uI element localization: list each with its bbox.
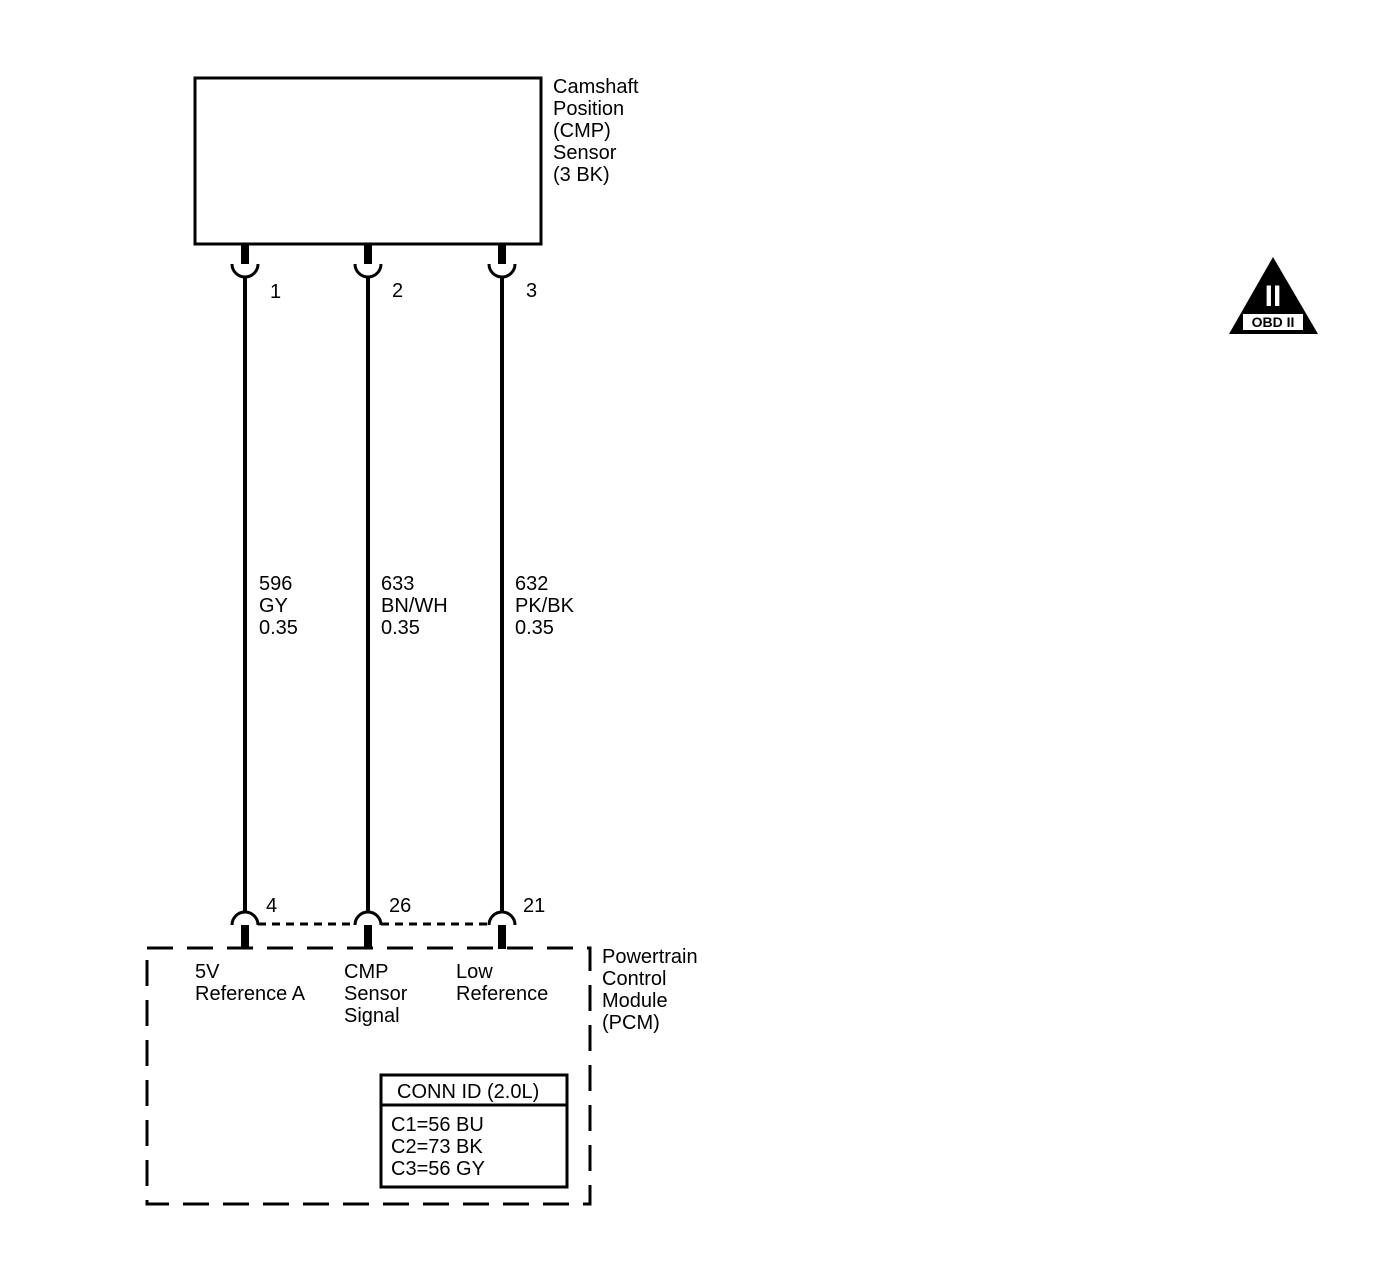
obd-text-plate: [1243, 314, 1303, 330]
wire-label: 596 GY 0.35: [259, 573, 298, 639]
sensor-pin-number: 1: [270, 281, 281, 303]
sensor-pin-number: 3: [526, 280, 537, 302]
obd-numeral: II: [1265, 280, 1282, 313]
wire-label: 632 PK/BK 0.35: [515, 573, 579, 639]
obd-text: OBD II: [1252, 314, 1295, 330]
sensor-pin-number: 2: [392, 280, 403, 302]
sensor-pin-stub: [498, 244, 506, 264]
sensor-pin-stub: [241, 244, 249, 264]
pcm-pin-number: 4: [266, 895, 277, 917]
conn-id-table: CONN ID (2.0L) C1=56 BU C2=73 BK C3=56 G…: [379, 1073, 569, 1189]
pcm-connectors: [230, 910, 517, 949]
pcm-connector-arc: [353, 910, 383, 926]
pcm-connector-arc: [230, 910, 260, 926]
pcm-pin-function-label: 5V Reference A: [195, 961, 306, 1005]
pcm-connector-arc: [487, 910, 517, 926]
wires: [243, 277, 504, 912]
sensor-connector-arc: [230, 263, 260, 279]
sensor-pin-stub: [364, 244, 372, 264]
pcm-pin-function-label: Low Reference: [456, 961, 548, 1005]
conn-id-title: CONN ID (2.0L): [397, 1081, 539, 1103]
obd-ii-icon: II OBD II: [1229, 257, 1318, 334]
conn-id-border: [379, 1073, 569, 1189]
sensor-label: Camshaft Position (CMP) Sensor (3 BK): [553, 76, 644, 186]
sensor-connectors: [230, 244, 517, 279]
pcm-pin-number: 21: [523, 895, 545, 917]
pcm-box: [145, 946, 592, 1206]
sensor-connector-arc: [487, 263, 517, 279]
pcm-pin-number: 26: [389, 895, 411, 917]
sensor-connector-arc: [353, 263, 383, 279]
pcm-pin-stub: [241, 925, 249, 949]
conn-id-rows: C1=56 BU C2=73 BK C3=56 GY: [391, 1114, 489, 1180]
pcm-pin-function-label: CMP Sensor Signal: [344, 961, 413, 1027]
cmp-sensor-box: [193, 76, 543, 246]
pcm-label: Powertrain Control Module (PCM): [602, 946, 703, 1034]
pcm-pin-stub: [498, 925, 506, 949]
pcm-pin-stub: [364, 925, 372, 949]
wire-label: 633 BN/WH 0.35: [381, 573, 453, 639]
